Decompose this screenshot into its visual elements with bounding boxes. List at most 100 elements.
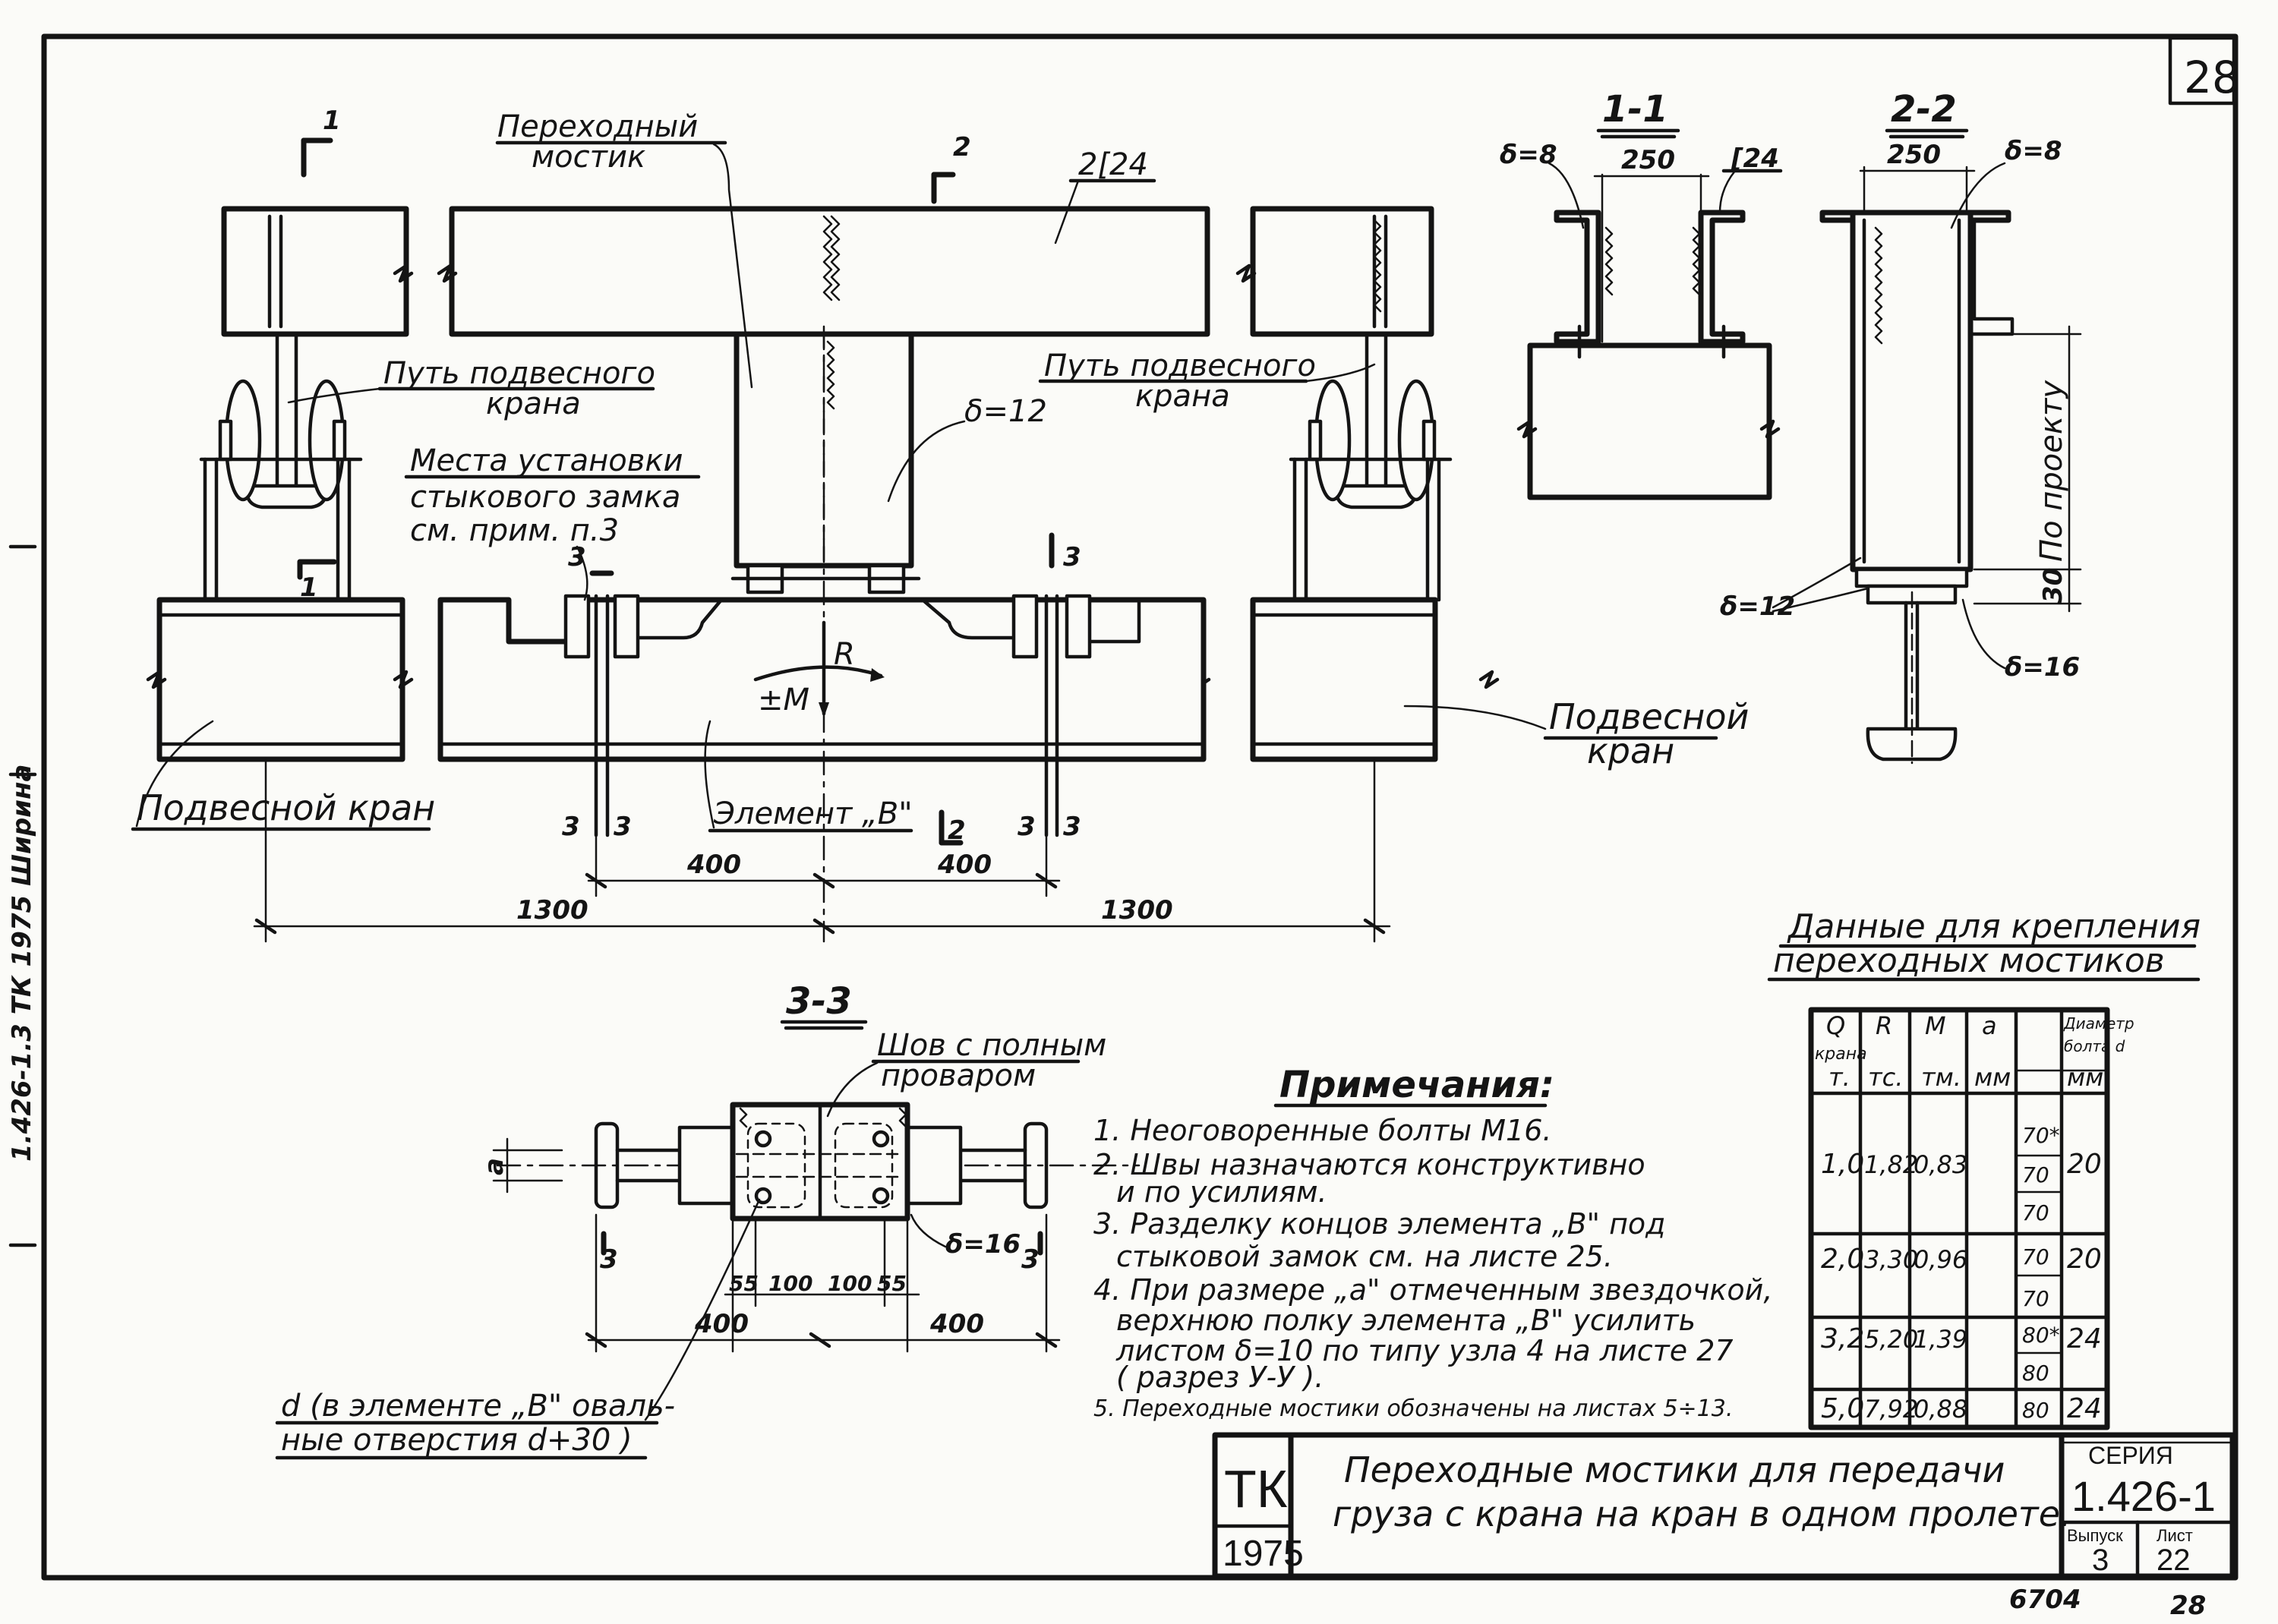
note-line-3: и по усилиям. bbox=[1116, 1175, 1327, 1209]
mark-1-bottom: 1 bbox=[300, 572, 318, 603]
label-lock-2: стыкового замка bbox=[410, 480, 680, 515]
td-d-1: 20 bbox=[2067, 1149, 2102, 1180]
td-m-4: 0,88 bbox=[1914, 1395, 1967, 1424]
section-3-3: 3-3 a Шов с полным проваром δ= bbox=[275, 980, 1141, 1460]
label-lock-3: см. прим. п.3 bbox=[410, 513, 619, 548]
th-q-3: т. bbox=[1828, 1063, 1850, 1092]
th-q-2: крана bbox=[1815, 1045, 1867, 1064]
right-crane-girder bbox=[1250, 597, 1438, 762]
td-r-3: 5,20 bbox=[1864, 1325, 1918, 1354]
sheet-number: 28 bbox=[2184, 52, 2240, 103]
section-1-1: 1-1 250 δ=8 [24 bbox=[1500, 88, 1783, 500]
section-22-plate-top: δ=8 bbox=[2005, 136, 2062, 166]
td-m-2: 0,96 bbox=[1914, 1245, 1967, 1274]
dim-3-a: 3 bbox=[562, 812, 580, 842]
title-year: 1975 bbox=[1223, 1534, 1304, 1574]
td-a-1a: 70* bbox=[2022, 1123, 2060, 1148]
td-m-1: 0,83 bbox=[1914, 1150, 1967, 1179]
label-crane-right-2: кран bbox=[1587, 730, 1674, 771]
label-bridge-2: мостик bbox=[532, 140, 645, 175]
section-33-hole-note-1: d (в элементе „В" оваль- bbox=[281, 1389, 675, 1424]
label-crane-left: Подвесной кран bbox=[137, 787, 435, 828]
table-title-2: переходных мостиков bbox=[1773, 941, 2165, 980]
th-d-2: болта d bbox=[2064, 1037, 2125, 1055]
left-runway-beam bbox=[221, 206, 409, 337]
td-q-1: 1,0 bbox=[1821, 1149, 1864, 1180]
label-lock-1: Места установки bbox=[410, 443, 683, 478]
label-path-right-2: крана bbox=[1135, 379, 1230, 414]
label-crane-right-1: Подвесной bbox=[1549, 696, 1749, 737]
section-33-dim-100b: 100 bbox=[828, 1271, 872, 1296]
bottom-number-left: 6704 bbox=[2009, 1585, 2081, 1615]
fastening-table: Данные для крепления переходных мостиков… bbox=[1767, 907, 2201, 1430]
section-33-dim-400-right: 400 bbox=[929, 1309, 984, 1339]
section-33-plate: δ=16 bbox=[945, 1229, 1021, 1260]
section-33-hole-note-2: ные отверстия d+30 ) bbox=[281, 1423, 633, 1458]
section-22-title: 2-2 bbox=[1891, 88, 1957, 131]
section-22-plate-16: δ=16 bbox=[2005, 652, 2080, 683]
section-33-mark-right: 3 bbox=[1021, 1244, 1040, 1275]
note-line-7: верхнюю полку элемента „В" усилить bbox=[1116, 1304, 1696, 1337]
dim-1300-right: 1300 bbox=[1101, 895, 1173, 926]
th-a-1: a bbox=[1982, 1011, 1997, 1040]
dim-3-c: 3 bbox=[1018, 812, 1036, 842]
sheet-value: 22 bbox=[2157, 1544, 2191, 1577]
td-a-4: 80 bbox=[2022, 1398, 2049, 1423]
main-elevation bbox=[146, 206, 1500, 943]
section-33-dim-400-left: 400 bbox=[694, 1309, 749, 1339]
td-d-2: 20 bbox=[2067, 1244, 2102, 1275]
dim-400-left: 400 bbox=[686, 850, 741, 880]
label-channel: 2[24 bbox=[1078, 147, 1148, 182]
section-11-width: 250 bbox=[1621, 145, 1675, 175]
td-q-2: 2,0 bbox=[1821, 1244, 1864, 1275]
td-a-1b: 70 bbox=[2022, 1162, 2049, 1187]
sheet-label: Лист bbox=[2157, 1526, 2193, 1545]
notes-title: Примечания: bbox=[1279, 1064, 1554, 1106]
margin-marks bbox=[8, 544, 37, 1247]
label-moment: ±M bbox=[758, 683, 809, 717]
note-line-4: 3. Разделку концов элемента „В" под bbox=[1093, 1207, 1665, 1241]
dim-3-b: 3 bbox=[614, 812, 632, 842]
note-line-8: листом δ=10 по типу узла 4 на листе 27 bbox=[1115, 1334, 1734, 1367]
label-path-left-1: Путь подвесного bbox=[383, 356, 655, 391]
td-a-2b: 70 bbox=[2022, 1286, 2049, 1311]
th-m-3: тм. bbox=[1921, 1063, 1961, 1092]
section-33-weld-1: Шов с полным bbox=[877, 1028, 1106, 1063]
title-block: ТК 1975 Переходные мостики для передачи … bbox=[1212, 1432, 2235, 1579]
note-line-9: ( разрез У-У ). bbox=[1116, 1361, 1324, 1394]
section-33-dim-100a: 100 bbox=[768, 1271, 812, 1296]
section-22-by-project: По проекту bbox=[2034, 380, 2069, 562]
label-path-right-1: Путь подвесного bbox=[1044, 348, 1316, 383]
label-force-r: R bbox=[834, 637, 855, 672]
dim-400-right: 400 bbox=[937, 850, 992, 880]
td-r-4: 7,92 bbox=[1864, 1395, 1918, 1424]
table-title-1: Данные для крепления bbox=[1787, 907, 2201, 946]
note-line-1: 1. Неоговоренные болты М16. bbox=[1093, 1114, 1551, 1147]
section-33-dim-55b: 55 bbox=[877, 1271, 907, 1296]
section-11-title: 1-1 bbox=[1602, 88, 1668, 131]
th-r-1: R bbox=[1876, 1011, 1892, 1040]
dim-3-d: 3 bbox=[1063, 812, 1081, 842]
td-d-3: 24 bbox=[2067, 1323, 2102, 1354]
elevation-dimensions: 400 400 3 3 3 3 1300 1300 bbox=[253, 758, 1391, 943]
td-a-1c: 70 bbox=[2022, 1200, 2049, 1225]
issue-label: Выпуск bbox=[2067, 1526, 2123, 1545]
th-q-1: Q bbox=[1826, 1011, 1845, 1040]
td-q-4: 5,0 bbox=[1821, 1393, 1864, 1424]
note-line-6: 4. При размере „а" отмеченным звездочкой… bbox=[1093, 1273, 1772, 1307]
section-33-a: a bbox=[479, 1158, 510, 1175]
td-r-2: 3,30 bbox=[1864, 1245, 1918, 1274]
series-value: 1.426-1 bbox=[2071, 1472, 2216, 1520]
section-33-title: 3-3 bbox=[786, 980, 852, 1023]
section-22-width: 250 bbox=[1887, 140, 1941, 170]
th-d-3: мм bbox=[2067, 1063, 2103, 1092]
mark-1-top: 1 bbox=[323, 106, 341, 136]
left-crane-girder bbox=[156, 597, 405, 762]
label-bridge-1: Переходный bbox=[497, 109, 698, 144]
td-a-3b: 80 bbox=[2022, 1361, 2049, 1386]
td-r-1: 1,82 bbox=[1864, 1150, 1918, 1179]
note-line-5: стыковой замок см. на листе 25. bbox=[1116, 1240, 1613, 1273]
td-a-3a: 80* bbox=[2022, 1323, 2060, 1348]
mark-3-left: 3 bbox=[568, 542, 586, 572]
